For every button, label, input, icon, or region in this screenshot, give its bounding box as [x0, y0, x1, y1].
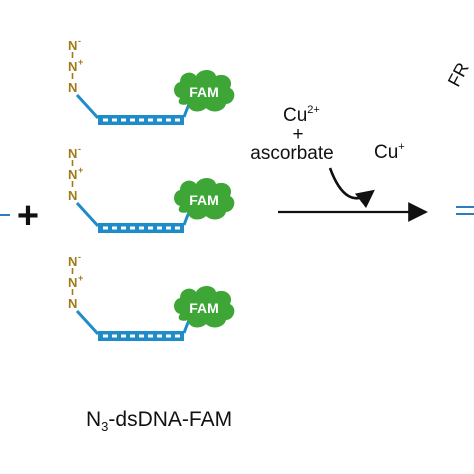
- dsdna-base-pair: [139, 118, 144, 122]
- dsdna-base-pair: [130, 334, 135, 338]
- catalyst-copper-charge: 2+: [307, 104, 320, 116]
- dsdna-base-pair: [112, 226, 117, 230]
- fam-cloud-icon: [174, 178, 235, 220]
- azide-linker: [75, 309, 100, 336]
- azide-charge: -: [78, 252, 81, 262]
- azide-charge: +: [78, 165, 83, 175]
- dsdna-base-pair: [148, 118, 153, 122]
- azide-charge: -: [78, 36, 81, 46]
- azide-atom: N: [68, 296, 77, 311]
- azide-atom: N: [68, 188, 77, 203]
- dsdna-base-pair: [121, 334, 126, 338]
- caption-subscript: 3: [101, 419, 108, 434]
- catalyst-reductant: ascorbate: [250, 143, 333, 164]
- dsdna-base-pair: [175, 226, 180, 230]
- fam-cloud-icon: [174, 286, 235, 328]
- caption-prefix: N: [86, 408, 101, 431]
- dsdna-base-pair: [166, 226, 171, 230]
- azide-charge: +: [78, 273, 83, 283]
- azide-atom: N: [68, 146, 77, 161]
- dsdna-base-pair: [139, 334, 144, 338]
- dsdna-base-pair: [121, 118, 126, 122]
- catalyst-copper: Cu: [283, 105, 307, 126]
- curved-arrow-icon: [328, 167, 375, 209]
- top-right-partial-label: FR: [444, 59, 473, 90]
- dsdna-base-pair: [175, 118, 180, 122]
- azide-charge: -: [78, 144, 81, 154]
- dsdna-base-pair: [157, 118, 162, 122]
- azide-atom: N: [68, 254, 77, 269]
- dsdna-base-pair: [112, 334, 117, 338]
- product-ion-charge: +: [398, 141, 404, 153]
- azide-linker: [75, 93, 100, 120]
- azide-atom: N: [68, 275, 77, 290]
- dsdna-base-pair: [103, 334, 108, 338]
- catalyst-plus: +: [292, 124, 303, 145]
- fam-label: FAM: [189, 84, 219, 100]
- dsdna-base-pair: [157, 334, 162, 338]
- fam-label: FAM: [189, 192, 219, 208]
- azide-atom: N: [68, 167, 77, 182]
- fam-label: FAM: [189, 300, 219, 316]
- dsdna-base-pair: [103, 118, 108, 122]
- azide-atom: N: [68, 38, 77, 53]
- azide-atom: N: [68, 80, 77, 95]
- catalyst-copper-label: Cu2+: [283, 104, 320, 126]
- dsdna-base-pair: [103, 226, 108, 230]
- dsdna-base-pair: [157, 226, 162, 230]
- molecule-caption: N3-dsDNA-FAM: [86, 408, 232, 434]
- product-ion: Cu: [374, 142, 398, 163]
- dsdna-base-pair: [130, 118, 135, 122]
- plus-icon: +: [17, 195, 39, 237]
- dsdna-base-pair: [166, 334, 171, 338]
- azide-charge: +: [78, 57, 83, 67]
- caption-suffix: -dsDNA-FAM: [108, 408, 232, 431]
- dsdna-base-pair: [130, 226, 135, 230]
- azide-linker: [75, 201, 100, 228]
- dsdna-base-pair: [112, 118, 117, 122]
- dsdna-base-pair: [148, 226, 153, 230]
- fam-cloud-icon: [174, 70, 235, 112]
- dsdna-base-pair: [148, 334, 153, 338]
- dsdna-base-pair: [175, 334, 180, 338]
- azide-atom: N: [68, 59, 77, 74]
- dsdna-base-pair: [139, 226, 144, 230]
- dsdna-base-pair: [121, 226, 126, 230]
- dsdna-base-pair: [166, 118, 171, 122]
- product-ion-label: Cu+: [374, 141, 405, 163]
